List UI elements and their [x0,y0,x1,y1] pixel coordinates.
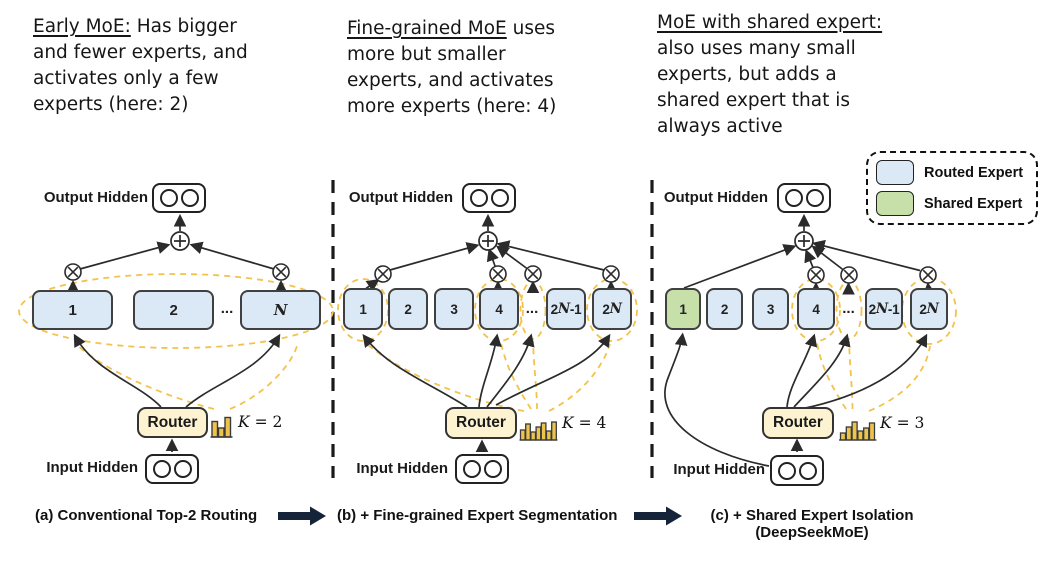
top-k-label: K= 4 [562,414,607,432]
annotation-body: Has bigger and fewer experts, and activa… [33,16,248,115]
annotation-lead: Early MoE: [33,16,131,37]
expert-box-4: 4 [797,288,835,330]
panel-a-arrows [66,213,288,452]
ellipsis-label: ... [842,300,855,317]
hidden-unit-icon [777,461,796,480]
hidden-unit-icon [469,189,488,207]
expert-box-3: 3 [434,288,474,330]
top-k-label: K= 2 [238,413,283,431]
output-hidden-box [462,183,516,213]
panel-separators [331,180,654,478]
gate-node-icon [64,263,290,281]
legend-item-shared: Shared Expert [876,191,1028,216]
input-hidden-label: Input Hidden [46,459,138,476]
flow-arrow-icon [278,506,682,526]
hidden-unit-icon [462,460,481,478]
caption-c-line1: (c) + Shared Expert Isolation [710,507,914,524]
output-hidden-box [777,183,831,213]
legend: Routed Expert Shared Expert [866,151,1038,225]
shared-expert-swatch [876,191,914,216]
hidden-unit-icon [798,461,817,480]
input-hidden-box [145,454,199,484]
expert-box-2: 2 [706,288,743,330]
caption-b: (b) + Fine-grained Expert Segmentation [337,507,618,524]
annotation-body: uses more but smaller experts, and activ… [347,18,557,117]
sum-node-icon [478,231,498,251]
hidden-unit-icon [159,189,178,207]
router-scores-icon [210,416,233,438]
expert-box-n: N [240,290,321,330]
router-scores-icon [839,421,877,441]
annotation-fine-grained: Fine-grained MoE uses more but smaller e… [347,16,565,120]
hidden-unit-icon [805,189,824,207]
hidden-unit-icon [180,189,199,207]
hidden-unit-icon [173,460,192,478]
legend-label: Routed Expert [924,164,1024,181]
caption-c: (c) + Shared Expert Isolation (DeepSeekM… [692,507,932,541]
panel-c-arrows [664,213,936,467]
expert-box-2: 2 [388,288,428,330]
gate-node-icon [807,266,937,284]
routed-expert-swatch [876,160,914,185]
router-box: Router [137,407,208,438]
gate-node-icon [374,265,620,283]
panel-a-selection [18,273,334,410]
annotation-shared-expert: MoE with shared expert: also uses many s… [657,10,893,139]
router-box: Router [445,407,517,439]
shared-expert-box-1: 1 [665,288,701,330]
router-box: Router [762,407,834,439]
hidden-unit-icon [784,189,803,207]
hidden-unit-icon [152,460,171,478]
sum-node-icon [794,231,814,251]
input-hidden-label: Input Hidden [356,460,448,477]
expert-box-1: 1 [343,288,383,330]
annotation-body: also uses many small experts, but adds a… [657,37,856,137]
expert-box-3: 3 [752,288,789,330]
output-hidden-label: Output Hidden [348,189,453,206]
input-hidden-box [770,455,824,486]
sum-node-icon [170,231,190,251]
annotation-lead: Fine-grained MoE [347,18,507,39]
ellipsis-label: ... [525,300,539,317]
output-hidden-label: Output Hidden [43,189,148,206]
router-scores-icon [519,421,558,441]
output-hidden-box [152,183,206,213]
hidden-unit-icon [490,189,509,207]
expert-box-4: 4 [479,288,519,330]
expert-box-1: 1 [32,290,113,330]
annotation-early-moe: Early MoE: Has bigger and fewer experts,… [33,14,261,118]
annotation-lead: MoE with shared expert: [657,12,883,33]
hidden-unit-icon [483,460,502,478]
input-hidden-box [455,454,509,484]
expert-box-2: 2 [133,290,214,330]
panel-b-arrows [362,213,618,453]
caption-a: (a) Conventional Top-2 Routing [35,507,258,524]
output-hidden-label: Output Hidden [663,189,768,206]
ellipsis-label: ... [220,300,234,317]
input-hidden-label: Input Hidden [673,461,765,478]
caption-c-line2: (DeepSeekMoE) [755,524,869,541]
legend-label: Shared Expert [924,195,1023,212]
legend-item-routed: Routed Expert [876,160,1028,185]
top-k-label: K= 3 [880,414,925,432]
